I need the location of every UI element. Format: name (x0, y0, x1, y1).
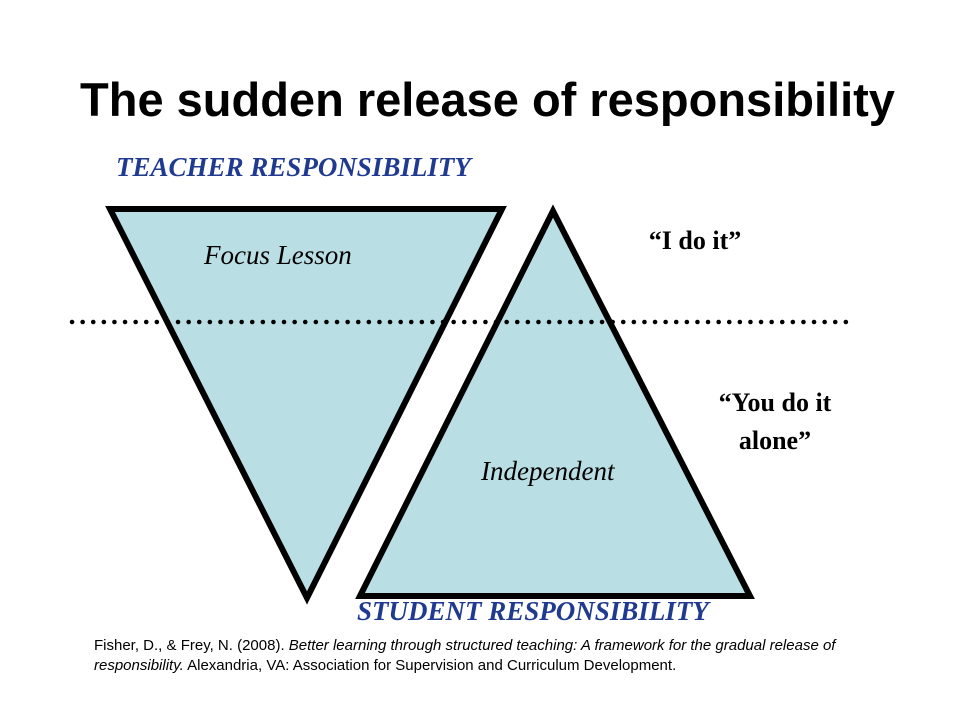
citation-book-title: Better learning through structured teach… (94, 637, 836, 674)
student-responsibility-label: STUDENT RESPONSIBILITY (357, 596, 709, 626)
you-do-it-line: “You do it (718, 388, 832, 417)
you-do-it-alone-quote: “You do it alone” (690, 384, 860, 460)
teacher-responsibility-label: TEACHER RESPONSIBILITY (116, 152, 471, 182)
independent-label: Independent (481, 456, 615, 486)
citation-authors: Fisher, D., & Frey, N. (2008). (94, 637, 289, 654)
i-do-it-quote: “I do it” (648, 226, 742, 255)
citation-publisher: Alexandria, VA: Association for Supervis… (183, 657, 677, 674)
focus-lesson-label: Focus Lesson (204, 240, 352, 270)
student-triangle (355, 204, 755, 599)
citation: Fisher, D., & Frey, N. (2008). Better le… (94, 636, 894, 676)
slide-title: The sudden release of responsibility (80, 73, 895, 126)
alone-line: alone” (738, 426, 812, 455)
teacher-triangle (105, 206, 507, 605)
